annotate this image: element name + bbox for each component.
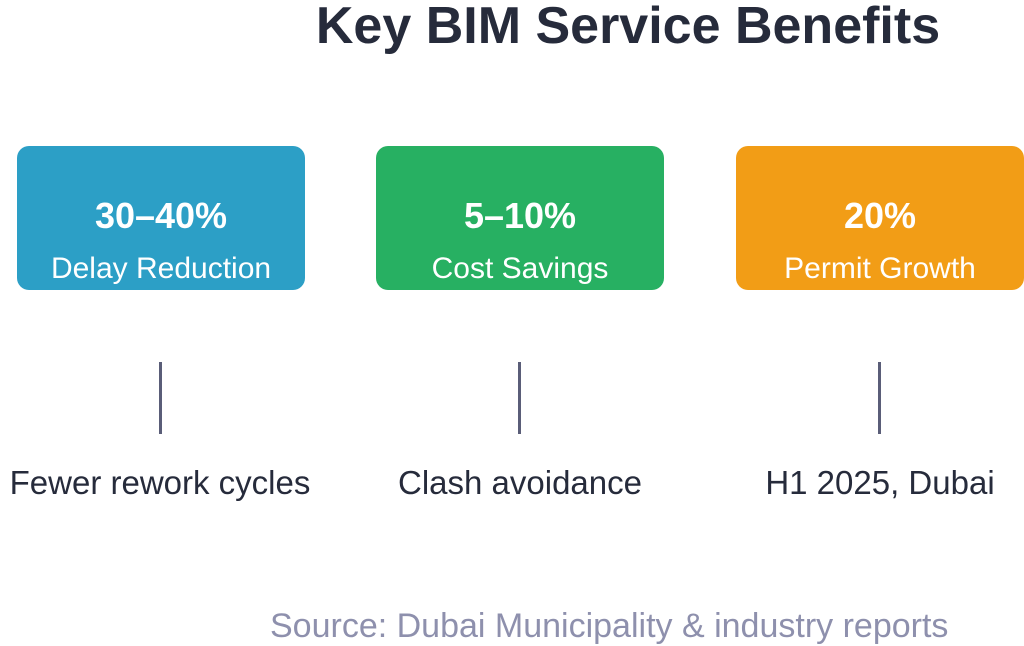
benefit-label: Cost Savings (431, 252, 609, 285)
benefit-value: 30–40% (94, 195, 228, 236)
benefit-note: Clash avoidance (398, 464, 642, 501)
source-note: Source: Dubai Municipality & industry re… (270, 607, 949, 645)
benefit-label: Permit Growth (784, 252, 976, 285)
benefit-note: H1 2025, Dubai (765, 464, 995, 501)
benefit-note: Fewer rework cycles (9, 464, 311, 501)
benefit-card-cost-savings: 5–10% Cost Savings (376, 146, 664, 290)
benefit-value: 20% (843, 195, 917, 236)
benefit-card-permit-growth: 20% Permit Growth (736, 146, 1024, 290)
benefit-value: 5–10% (463, 195, 577, 236)
benefit-label: Delay Reduction (50, 252, 272, 285)
connector-line (159, 362, 162, 434)
benefit-card-delay-reduction: 30–40% Delay Reduction (17, 146, 305, 290)
connector-line (878, 362, 881, 434)
page-title: Key BIM Service Benefits (315, 0, 941, 55)
connector-line (518, 362, 521, 434)
